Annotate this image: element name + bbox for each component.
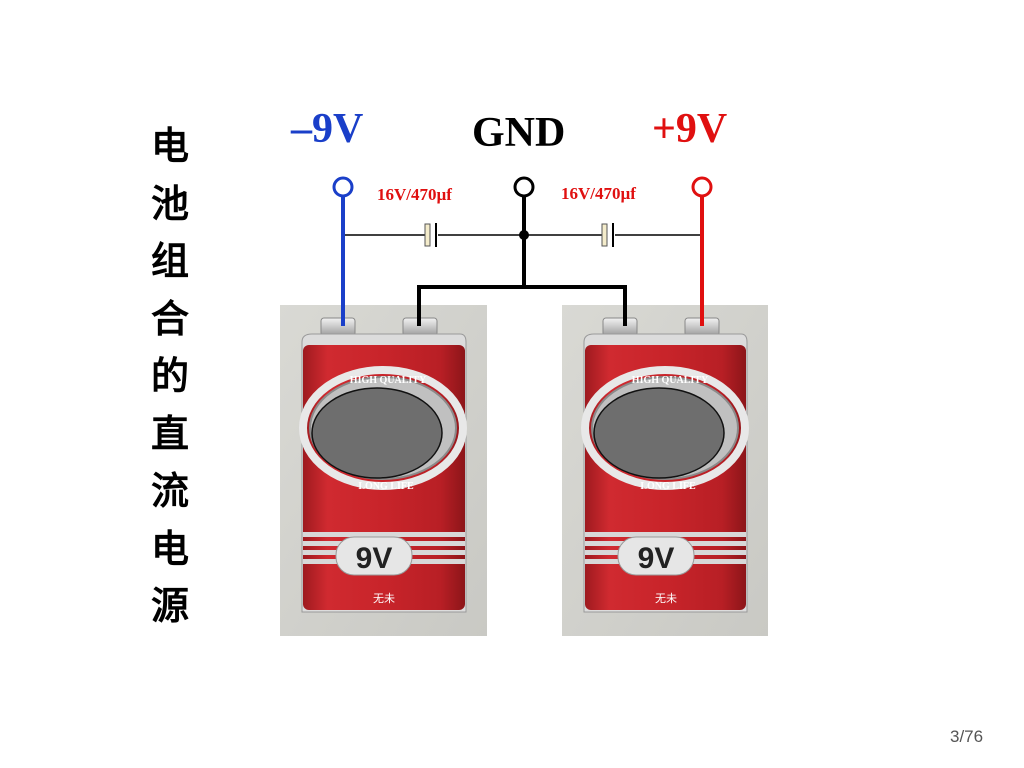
battery-band-top: HIGH QUALITY	[632, 375, 709, 386]
battery-voltage-label: 9V	[638, 542, 675, 575]
battery-terminal	[320, 317, 356, 337]
capacitor-plate	[601, 223, 608, 247]
title-char: 组	[150, 239, 189, 283]
negative-terminal-node	[332, 176, 354, 198]
positive-terminal-node	[691, 176, 713, 198]
page-number: 3/76	[950, 727, 984, 746]
positive-terminal-label: +9V	[652, 106, 728, 152]
battery-brand-label: 无未	[373, 592, 395, 605]
title-char: 直	[150, 411, 189, 456]
battery-band-bottom: LONG LIFE	[358, 481, 414, 492]
title-char: 池	[150, 181, 189, 226]
capacitor-plate	[424, 223, 431, 247]
capacitor-left	[424, 223, 437, 247]
left-capacitor-label: 16V/470µf	[377, 185, 452, 204]
capacitor-right	[601, 223, 614, 247]
ground-terminal-node	[513, 176, 535, 198]
title-char: 合	[150, 296, 189, 341]
negative-terminal-label: –9V	[291, 106, 364, 152]
battery-stripe	[303, 532, 465, 537]
title-char: 电	[150, 124, 189, 168]
battery-label-cover	[593, 387, 725, 479]
battery-band-top: HIGH QUALITY	[350, 375, 427, 386]
ground-wiring	[417, 197, 627, 326]
ground-terminal-label: GND	[472, 110, 566, 156]
battery-oval-frame	[299, 366, 467, 490]
title-char: 电	[150, 526, 189, 571]
ground-wire-bus	[417, 285, 627, 326]
battery-right: HIGH QUALITY LONG LIFE 9V 无未	[562, 305, 768, 636]
battery-label-cover	[311, 387, 443, 479]
right-capacitor-label: 16V/470µf	[561, 184, 636, 203]
title-char: 源	[150, 584, 189, 628]
junction-dot	[519, 230, 529, 240]
battery-left: HIGH QUALITY LONG LIFE 9V 无未	[280, 305, 487, 636]
vertical-title: 电 池 组 合 的 直 流 电 源	[140, 118, 200, 636]
battery-voltage-label: 9V	[356, 542, 393, 575]
battery-voltage-badge	[335, 536, 413, 576]
battery-brand-label: 无未	[655, 592, 677, 605]
battery-voltage-badge	[617, 536, 695, 576]
battery-oval-frame	[581, 366, 749, 490]
title-char: 流	[150, 469, 189, 513]
battery-stripe	[585, 532, 746, 537]
battery-band-bottom: LONG LIFE	[640, 481, 696, 492]
title-char: 的	[150, 354, 189, 398]
battery-terminal	[602, 317, 638, 337]
